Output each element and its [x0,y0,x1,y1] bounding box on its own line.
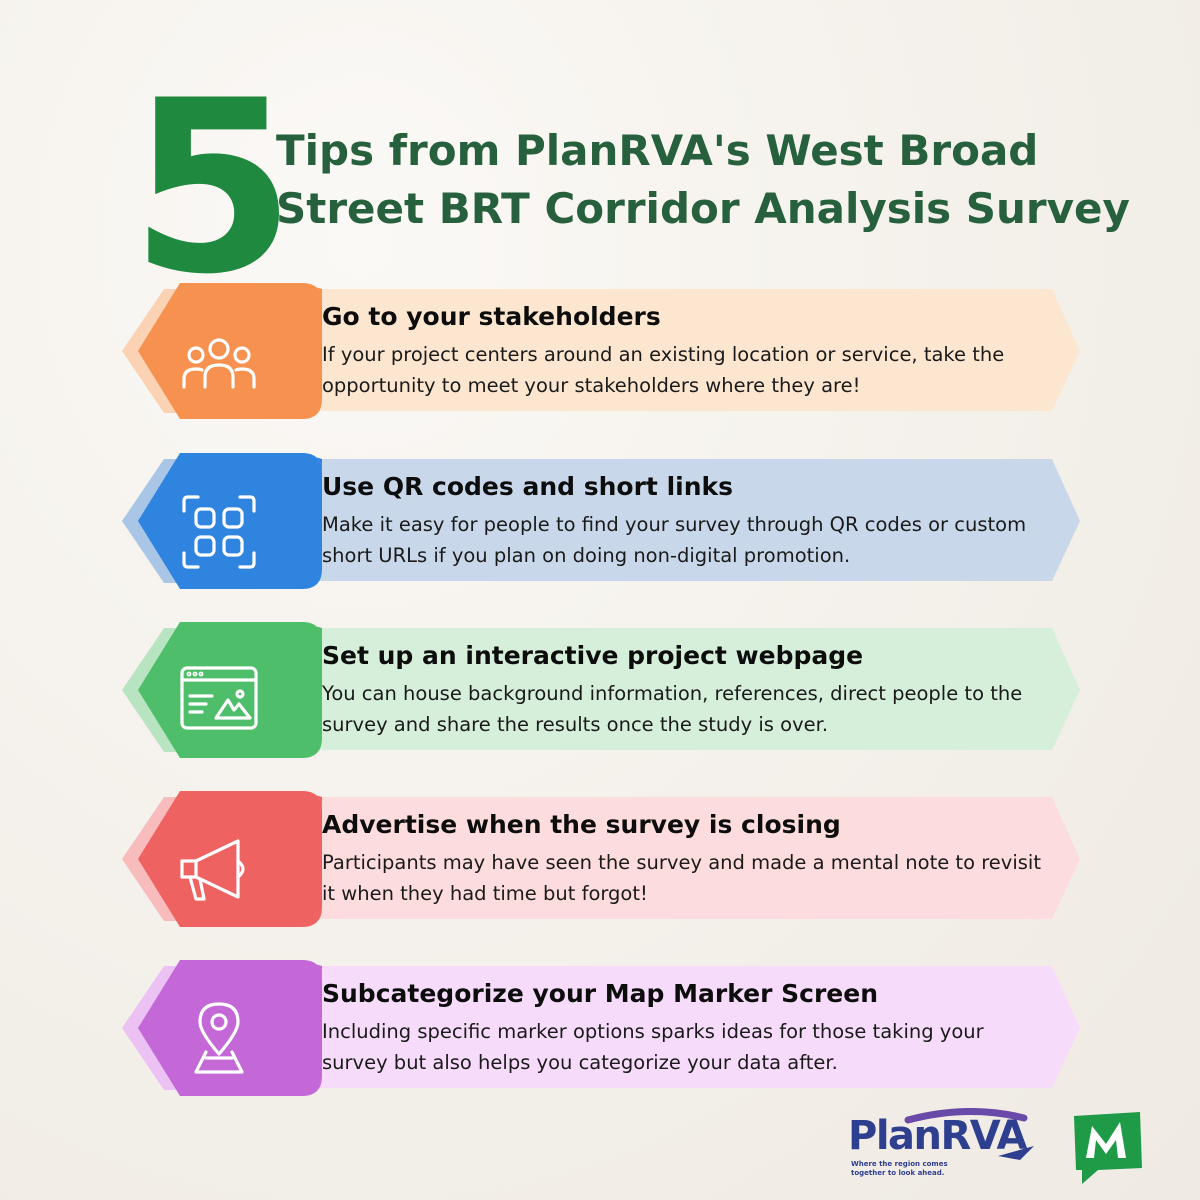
tip-card: Go to your stakeholders If your project c… [0,281,1200,421]
qr-code-icon [182,495,256,569]
m-speech-bubble-logo [1074,1112,1142,1184]
planrva-tagline: Where the region comes together to look … [851,1160,948,1177]
tip-band-shape [122,960,1080,1096]
tip-description: Participants may have seen the survey an… [322,851,1041,905]
tip-description: You can house background information, re… [322,682,1023,736]
tip-band-shape [122,791,1080,927]
planrva-wordmark: PlanRVA [848,1113,1028,1159]
tip-heading: Advertise when the survey is closing [322,810,841,839]
tip-heading: Set up an interactive project webpage [322,641,864,670]
map-pin-icon [194,1002,244,1074]
planrva-logo: PlanRVA Where the region comes together … [848,1108,1038,1180]
planrva-swoosh-icon [904,1108,1034,1160]
page-title: Tips from PlanRVA's West Broad Street BR… [276,126,1130,233]
tip-description: Including specific marker options sparks… [322,1020,984,1074]
tip-heading: Use QR codes and short links [322,472,734,501]
big-number-five: 5 [130,50,296,327]
tip-description: Make it easy for people to find your sur… [322,513,1027,567]
webpage-icon [180,666,258,730]
megaphone-icon [180,839,245,901]
tip-description: If your project centers around an existi… [322,343,1005,397]
tip-heading: Go to your stakeholders [322,302,661,331]
people-icon [182,338,256,389]
tip-heading: Subcategorize your Map Marker Screen [322,979,879,1008]
tip-band-shape [122,622,1080,758]
